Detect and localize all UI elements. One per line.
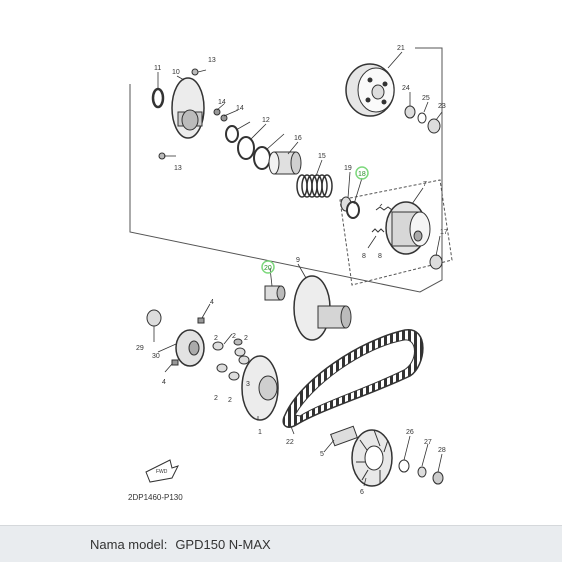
weight-roller-part xyxy=(234,347,246,357)
movable-sheave-part xyxy=(241,355,279,421)
nut-part xyxy=(404,105,416,119)
callout-label: 17 xyxy=(440,229,448,236)
clutch-housing-part xyxy=(345,63,395,117)
callout-label: 13 xyxy=(208,57,216,64)
callout-label: 28 xyxy=(438,447,446,454)
callout-label: 5 xyxy=(320,451,324,458)
callout-label: 8 xyxy=(362,253,366,260)
oil-seal-part xyxy=(146,309,162,327)
clutch-spring-part xyxy=(375,206,393,211)
callout-label: 29 xyxy=(136,345,144,352)
weight-roller-part xyxy=(216,363,228,373)
highlighted-seal-part xyxy=(346,201,360,219)
callout-label: 7 xyxy=(423,181,427,188)
v-belt-part xyxy=(282,329,424,428)
screw-part xyxy=(191,68,199,76)
slider-part xyxy=(171,359,179,366)
callout-label: 11 xyxy=(154,65,161,72)
primary-fixed-sheave-part xyxy=(293,275,352,341)
weight-roller-part xyxy=(238,355,250,365)
callout-label: 4 xyxy=(210,299,214,306)
callout-label: 25 xyxy=(422,95,430,102)
pin-part xyxy=(213,108,221,116)
washer-part xyxy=(429,254,443,270)
callout-label: 4 xyxy=(162,379,166,386)
exploded-parts-diagram: FWD 2DP1460-P130 1 2 2 2 2 2 3 4 4 5 6 7… xyxy=(128,45,453,502)
callout-numbers: 1 2 2 2 2 2 3 4 4 5 6 7 8 8 9 10 11 12 1… xyxy=(136,45,448,496)
clutch-carrier-part xyxy=(385,201,431,255)
washer-part xyxy=(417,466,427,478)
callout-label: 14 xyxy=(236,105,244,112)
callout-label: 3 xyxy=(246,381,250,388)
o-ring-part xyxy=(151,87,165,109)
callout-label: 13 xyxy=(174,165,182,172)
callout-label: 21 xyxy=(397,45,405,52)
callout-label: 18 xyxy=(358,171,366,178)
callout-label: 2 xyxy=(244,335,248,342)
highlighted-collar-part xyxy=(264,285,286,301)
weight-roller-part xyxy=(212,341,224,351)
callout-label: 19 xyxy=(344,165,352,172)
callout-label: 14 xyxy=(218,99,226,106)
forward-direction-arrow: FWD xyxy=(145,459,179,483)
secondary-sheave-part xyxy=(171,77,205,139)
model-caption-bar: Nama model: GPD150 N-MAX xyxy=(0,525,562,562)
drawing-code: 2DP1460-P130 xyxy=(128,493,183,502)
guide-collar-part xyxy=(268,151,302,175)
callout-label: 12 xyxy=(262,117,270,124)
weight-roller-part xyxy=(228,371,240,381)
callout-label: 6 xyxy=(360,489,364,496)
drive-collar-part xyxy=(330,425,358,447)
nut-part xyxy=(432,471,444,485)
callout-label: 2 xyxy=(214,335,218,342)
callout-label: 1 xyxy=(258,429,262,436)
fwd-label: FWD xyxy=(156,469,168,475)
highlight-marker xyxy=(261,260,275,274)
callout-label: 15 xyxy=(318,153,326,160)
clutch-carrier-box xyxy=(339,179,453,286)
callout-label: 23 xyxy=(438,103,446,110)
model-value: GPD150 N-MAX xyxy=(175,536,271,552)
seal-ring-part xyxy=(237,136,255,160)
callout-label: 22 xyxy=(286,439,294,446)
slider-part xyxy=(197,317,205,324)
clutch-spring-part xyxy=(371,228,385,233)
washer-part xyxy=(398,459,410,473)
seal-ring-part xyxy=(253,146,271,170)
spacer-part xyxy=(233,338,243,346)
primary-fan-part xyxy=(351,429,393,487)
seal-ring-part xyxy=(225,125,239,143)
nut-part xyxy=(427,118,441,134)
callout-label: 26 xyxy=(406,429,414,436)
washer-part xyxy=(417,112,427,124)
callout-label: 24 xyxy=(402,85,410,92)
highlight-marker xyxy=(355,166,369,180)
callout-label: 9 xyxy=(296,257,300,264)
callout-label: 2 xyxy=(214,395,218,402)
callout-label: 30 xyxy=(152,353,160,360)
model-label: Nama model: xyxy=(90,536,168,552)
compression-spring-part xyxy=(296,174,333,198)
upper-assembly-boundary xyxy=(129,47,443,293)
pin-part xyxy=(220,114,228,122)
callout-label: 8 xyxy=(378,253,382,260)
callout-label: 27 xyxy=(424,439,432,446)
leader-lines xyxy=(153,51,443,487)
callout-label: 2 xyxy=(228,397,232,404)
callout-label: 2 xyxy=(232,333,236,340)
cam-plate-part xyxy=(175,329,205,367)
callout-label: 16 xyxy=(294,135,302,142)
callout-label: 20 xyxy=(264,265,272,272)
callout-label: 10 xyxy=(172,69,180,76)
